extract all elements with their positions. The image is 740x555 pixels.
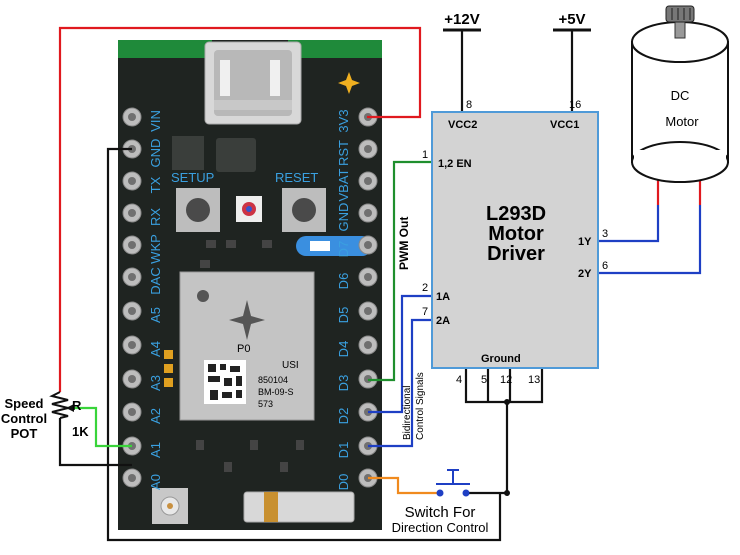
switch-label-2: Direction Control (392, 520, 489, 535)
sparkle-icon (338, 72, 360, 94)
pot-label-3: POT (11, 426, 38, 441)
pin-num-16: 16 (569, 99, 581, 111)
supply-12v: +12V (444, 11, 479, 28)
pot-1k-label: 1K (72, 424, 89, 439)
motor-line-2: Motor (665, 114, 699, 129)
module-name: P0 (237, 343, 250, 355)
right-pin-label: D0 (336, 474, 351, 491)
left-pin-label: A2 (148, 408, 163, 424)
right-pin-label: D3 (336, 375, 351, 392)
left-pin-label: A4 (148, 341, 163, 357)
in1-label: 1A (436, 291, 450, 303)
chip-small (172, 136, 204, 170)
pin-num-6: 6 (602, 260, 608, 272)
l293d-driver: VCC2 VCC1 1,2 EN 1A 2A 1Y 2Y Ground L293… (431, 111, 599, 369)
wire-a1-wiper (66, 406, 132, 448)
pin-num-5: 5 (481, 374, 487, 386)
driver-title-3: Driver (487, 243, 545, 265)
right-pin-label: D5 (336, 307, 351, 324)
wire-pwm (368, 160, 432, 382)
left-pin-label: TX (148, 176, 163, 193)
left-pin-label: A0 (148, 474, 163, 490)
wire-control-1a (368, 294, 432, 414)
right-pin-label: GND (336, 203, 351, 232)
out2-label: 2Y (578, 268, 592, 280)
vcc2-label: VCC2 (448, 119, 477, 131)
pin-num-12: 12 (500, 374, 512, 386)
left-pin-label: RX (148, 208, 163, 226)
chip-inductor (216, 138, 256, 172)
wire-pot-gnd (58, 418, 132, 467)
module-code-3: 573 (258, 399, 273, 409)
speed-pot (49, 391, 74, 419)
right-pin-label: 3V3 (336, 109, 351, 132)
out1-label: 1Y (578, 236, 592, 248)
in2-label: 2A (436, 315, 450, 327)
wire-control-2a (368, 318, 432, 448)
pin-num-13: 13 (528, 374, 540, 386)
left-pin-label: DAC (148, 267, 163, 294)
bidir-label-2: Control Signals (415, 372, 426, 440)
pwm-out-label: PWM Out (397, 217, 411, 270)
pin-num-1: 1 (422, 149, 428, 161)
wire-power-red (58, 26, 422, 392)
right-pin-label: D7 (336, 241, 351, 258)
switch-label-1: Switch For (405, 504, 476, 521)
pin-num-3: 3 (602, 228, 608, 240)
battery-holder (243, 491, 355, 523)
reset-label: RESET (275, 170, 318, 185)
right-pin-label: D6 (336, 273, 351, 290)
left-pin-label: A5 (148, 307, 163, 323)
pot-label-1: Speed (4, 396, 43, 411)
driver-title-1: L293D (486, 203, 546, 225)
right-pin-label: D2 (336, 408, 351, 425)
left-pin-label: VIN (148, 110, 163, 132)
pot-r-label: R (72, 398, 82, 413)
left-pin-label: WKP (148, 234, 163, 264)
en-label: 1,2 EN (438, 158, 472, 170)
right-pin-label: D1 (336, 442, 351, 459)
module-code-2: BM-09-S (258, 387, 294, 397)
right-pin-label: RST (336, 140, 351, 166)
right-pin-label: VBAT (336, 168, 351, 201)
left-pin-label: GND (148, 139, 163, 168)
direction-switch (436, 469, 470, 497)
supply-5v: +5V (558, 11, 585, 28)
wire-out-1y (598, 205, 660, 243)
module-brand: USI (282, 360, 299, 371)
pin-num-2: 2 (422, 282, 428, 294)
bidir-label-1: Bidirectional (402, 386, 413, 440)
setup-label: SETUP (171, 170, 214, 185)
p0-module: P0 USI 850104 BM-09-S 573 (179, 271, 315, 421)
vcc1-label: VCC1 (550, 119, 579, 131)
pot-label-2: Control (1, 411, 47, 426)
usb-connector (204, 41, 302, 125)
motor-line-1: DC (671, 88, 690, 103)
photon-board: SETUP RESET P0 USI 850104 BM-09-S 573 (118, 40, 382, 530)
wires (58, 26, 702, 542)
driver-title-2: Motor (488, 223, 544, 245)
wire-gnd-main (106, 147, 502, 542)
wire-out-2y (598, 205, 702, 275)
left-pin-label: A3 (148, 375, 163, 391)
pin-num-8: 8 (466, 99, 472, 111)
pin-num-7: 7 (422, 306, 428, 318)
dc-motor: DC Motor (631, 5, 729, 183)
left-pin-label: A1 (148, 442, 163, 458)
pin-num-4: 4 (456, 374, 462, 386)
wire-switch (368, 476, 440, 495)
ground-label: Ground (481, 353, 521, 365)
right-pin-label: D4 (336, 341, 351, 358)
module-code-1: 850104 (258, 375, 288, 385)
